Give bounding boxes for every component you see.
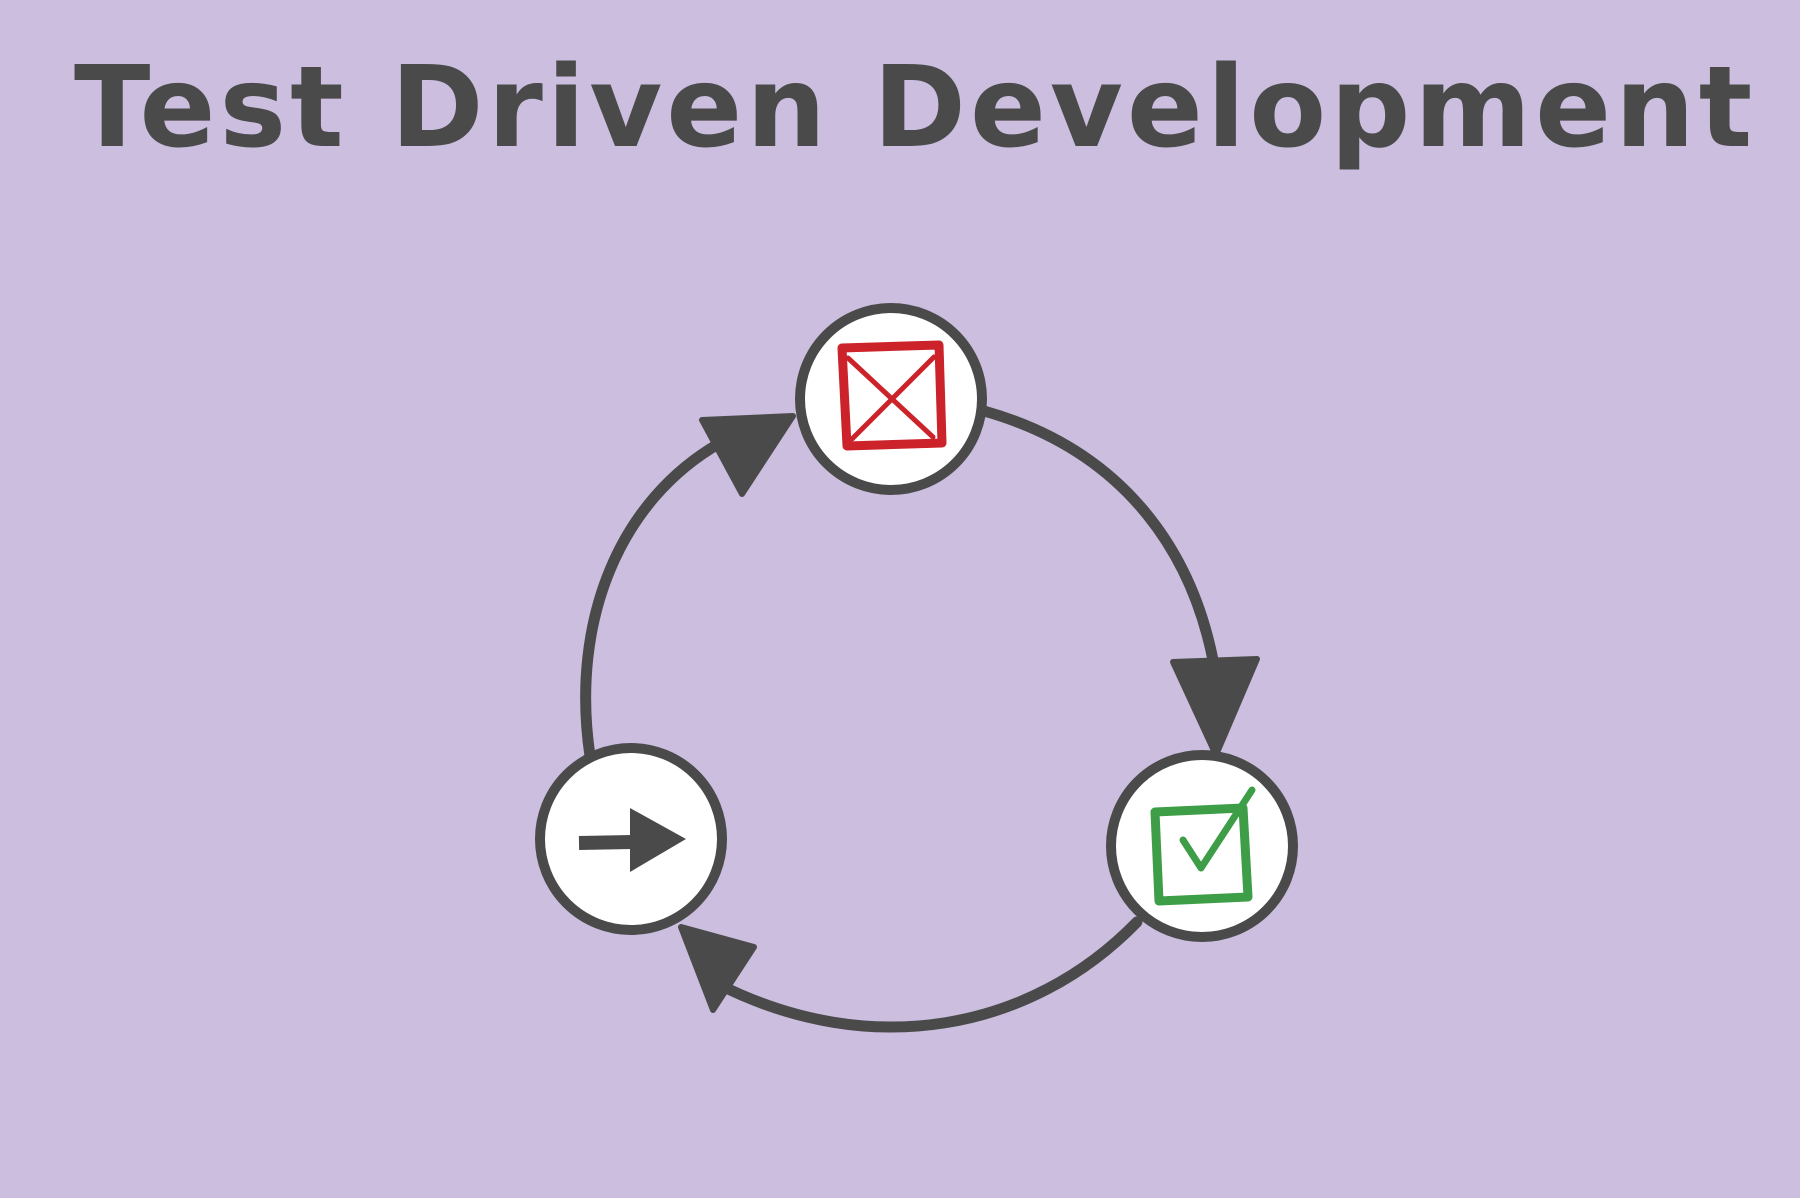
page-title: Test Driven Development <box>74 43 1757 173</box>
arrowhead-into-red <box>699 413 796 497</box>
cycle-arc-refactor-to-red <box>580 437 726 762</box>
red-node <box>795 303 987 495</box>
passing-test-icon <box>1150 786 1256 906</box>
refactor-arrow-icon <box>578 808 686 872</box>
refactor-node <box>535 743 727 935</box>
failing-test-icon <box>837 340 947 451</box>
arrowhead-into-green <box>1170 656 1260 758</box>
arrowhead-into-refactor <box>678 924 757 1013</box>
green-node <box>1106 750 1298 942</box>
cycle-arc-green-to-refactor <box>714 916 1143 1033</box>
cycle-arc-red-to-green <box>978 405 1219 666</box>
